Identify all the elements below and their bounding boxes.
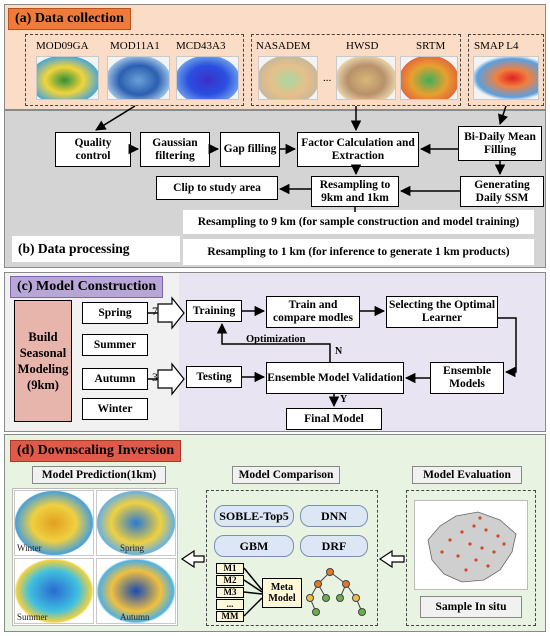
- model-gbm: GBM: [214, 535, 294, 557]
- comparison-group: [206, 490, 378, 626]
- branch-y-label: Y: [340, 394, 348, 405]
- pct-test-label: 30%: [152, 372, 174, 384]
- branch-n-label: N: [335, 346, 343, 357]
- spring-map: [96, 490, 176, 556]
- model-dnn: DNN: [300, 505, 368, 527]
- section-b-title: (b) Data processing: [12, 236, 180, 262]
- clip-study-area-box: Clip to study area: [156, 176, 278, 200]
- ensemble-models-box: Ensemble Models: [430, 362, 504, 394]
- product-label-srtm: SRTM: [416, 40, 446, 52]
- resampling-box: Resampling to 9km and 1km: [311, 176, 399, 207]
- sample-in-situ-label: Sample In situ: [420, 596, 522, 618]
- mcd43a3-map: [176, 56, 239, 100]
- build-seasonal-modeling-box: Build Seasonal Modeling (9km): [14, 300, 72, 422]
- mod09ga-map: [36, 56, 99, 100]
- winter-map: [14, 490, 94, 556]
- train-compare-box: Train and compare modles: [266, 296, 360, 328]
- testing-box: Testing: [186, 366, 242, 388]
- autumn-map: [96, 558, 176, 624]
- evaluation-title: Model Evaluation: [412, 466, 522, 484]
- meta-model-box: Meta Model: [262, 578, 302, 608]
- meta-input-m1: M1: [216, 563, 244, 574]
- smap-group: [468, 34, 544, 106]
- model-drf: DRF: [300, 535, 368, 557]
- resample-1km-note: Resampling to 1 km (for inference to gen…: [183, 239, 534, 265]
- factor-extraction-box: Factor Calculation and Extraction: [297, 132, 419, 167]
- meta-input-m3: M3: [216, 587, 244, 598]
- product-label-nasadem: NASADEM: [256, 40, 311, 52]
- evaluation-group: [406, 490, 536, 626]
- section-a-title: (a) Data collection: [8, 8, 131, 30]
- product-label-mcd43a3: MCD43A3: [176, 40, 226, 52]
- training-box: Training: [186, 300, 242, 322]
- ensemble-validation-box: Ensemble Model Validation: [266, 362, 404, 394]
- map-label-summer: Summer: [17, 612, 48, 622]
- ellipsis: ...: [323, 72, 332, 84]
- smap-map: [473, 56, 539, 100]
- in-situ-panel: [414, 500, 528, 590]
- resample-9km-note: Resampling to 9 km (for sample construct…: [183, 210, 534, 234]
- nasadem-map: [258, 56, 318, 100]
- product-label-smap-l4: SMAP L4: [474, 40, 519, 52]
- season-spring-box: Spring: [82, 302, 148, 324]
- terrain-soil-group: [251, 34, 461, 106]
- optimization-label: Optimization: [246, 334, 306, 345]
- bidaily-filling-box: Bi-Daily Mean Filling: [458, 126, 542, 161]
- summer-map: [14, 558, 94, 624]
- map-label-autumn: Autumn: [120, 612, 150, 622]
- meta-input-mm: MM: [216, 611, 244, 622]
- product-label-mod11a1: MOD11A1: [110, 40, 160, 52]
- section-d-title: (d) Downscaling Inversion: [10, 440, 182, 462]
- season-autumn-box: Autumn: [82, 368, 148, 390]
- final-model-box: Final Model: [286, 408, 382, 430]
- map-label-spring: Spring: [120, 543, 145, 553]
- gap-filling-box: Gap filling: [220, 132, 280, 167]
- gaussian-filtering-box: Gaussian filtering: [140, 132, 210, 167]
- mod11a1-map: [107, 56, 170, 100]
- season-summer-box: Summer: [82, 334, 148, 356]
- quality-control-box: Quality control: [55, 132, 131, 167]
- meta-input-m2: M2: [216, 575, 244, 586]
- comparison-title: Model Comparison: [232, 466, 340, 484]
- daily-ssm-box: Generating Daily SSM: [460, 176, 544, 207]
- meta-input-ellipsis: ...: [216, 599, 244, 610]
- prediction-title: Model Prediction(1km): [32, 466, 166, 484]
- select-learner-box: Selecting the Optimal Learner: [386, 296, 498, 328]
- product-label-mod09ga: MOD09GA: [36, 40, 89, 52]
- model-soble-top5: SOBLE-Top5: [214, 505, 294, 527]
- section-c-title: (c) Model Construction: [10, 276, 164, 298]
- product-label-hwsd: HWSD: [346, 40, 379, 52]
- pct-train-label: 70%: [152, 306, 174, 318]
- season-winter-box: Winter: [82, 398, 148, 420]
- map-label-winter: Winter: [17, 543, 42, 553]
- hwsd-map: [336, 56, 396, 100]
- srtm-map: [400, 56, 458, 100]
